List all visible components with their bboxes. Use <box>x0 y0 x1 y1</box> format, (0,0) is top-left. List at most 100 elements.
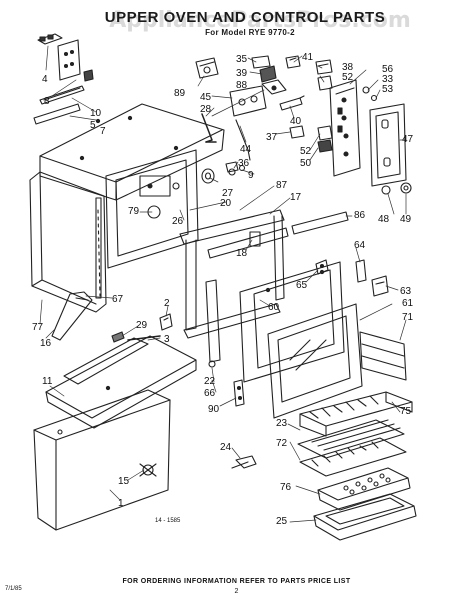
sensor-part-40 <box>279 95 305 111</box>
switch-part-52a <box>317 75 333 91</box>
rack-part-23 <box>297 419 405 459</box>
clip-part-8 <box>83 69 94 82</box>
brace-part-67 <box>51 291 93 341</box>
screw-part-33 <box>362 86 370 94</box>
callout-39: 39 <box>236 68 248 79</box>
leader-lines <box>39 45 407 523</box>
switch-part-37 <box>289 125 305 139</box>
callout-18: 18 <box>236 248 248 259</box>
callout-35: 35 <box>236 54 248 65</box>
callout-86: 86 <box>354 210 366 221</box>
callout-52-mid: 52 <box>300 146 312 157</box>
callout-64: 64 <box>354 240 366 251</box>
callout-5: 5 <box>90 120 96 131</box>
callout-75: 75 <box>400 406 412 417</box>
drip-pan-part-25 <box>313 493 417 541</box>
callout-72: 72 <box>276 438 288 449</box>
model-label: For Model RYE 9770-2 <box>205 28 295 37</box>
spacer-part-29 <box>111 331 125 343</box>
callout-1: 1 <box>118 498 124 509</box>
callout-4: 4 <box>42 74 48 85</box>
callout-41: 41 <box>302 52 314 63</box>
callout-87: 87 <box>276 180 288 191</box>
callout-15: 15 <box>118 476 130 487</box>
grommet-part-27 <box>201 168 215 184</box>
callout-37: 37 <box>266 132 278 143</box>
bracket-part-4b <box>57 39 81 81</box>
terminal-block-part-4 <box>37 33 63 45</box>
callout-7: 7 <box>100 126 106 137</box>
broiler-pan-part-76 <box>317 467 411 511</box>
revision-code: 7/1/85 <box>5 586 22 592</box>
callout-36: 36 <box>238 158 250 169</box>
callout-44: 44 <box>240 144 252 155</box>
rod-part-3 <box>127 335 161 341</box>
callout-28: 28 <box>200 104 212 115</box>
callout-89: 89 <box>174 88 186 99</box>
trim-frame-part-47 <box>369 103 407 187</box>
callout-27: 27 <box>222 188 234 199</box>
callout-23: 23 <box>276 418 288 429</box>
trim-strip-part-8 <box>39 85 85 105</box>
callout-88: 88 <box>236 80 248 91</box>
rear-strip-part-5 <box>33 103 81 125</box>
door-frame-part-17 <box>207 227 289 259</box>
knob-part-49 <box>400 182 412 194</box>
callout-50: 50 <box>300 158 312 169</box>
callout-48: 48 <box>378 214 390 225</box>
door-glass-part-61 <box>267 303 363 419</box>
callout-90: 90 <box>208 404 220 415</box>
callout-49: 49 <box>400 214 412 225</box>
callout-77: 77 <box>32 322 44 333</box>
lower-cabinet-part-1 <box>33 389 171 531</box>
callout-60: 60 <box>268 302 280 313</box>
callout-45: 45 <box>200 92 212 103</box>
rod-part-28 <box>201 113 217 143</box>
latch-part-64 <box>355 259 367 283</box>
callout-9: 9 <box>248 170 254 181</box>
ordering-note: FOR ORDERING INFORMATION REFER TO PARTS … <box>122 578 351 585</box>
callout-61: 61 <box>402 298 414 309</box>
screw-part-53 <box>370 94 378 102</box>
callout-11: 11 <box>42 376 53 387</box>
latch-part-65 <box>315 259 329 275</box>
door-liner-part-86 <box>291 211 349 235</box>
callout-65: 65 <box>296 280 308 291</box>
switch-part-39 <box>259 65 277 83</box>
bracket-part-90 <box>233 379 245 407</box>
callout-47: 47 <box>402 134 414 145</box>
diagram-id: 14 - 1585 <box>155 518 181 524</box>
callout-16: 16 <box>40 338 52 349</box>
side-panel-part-77 <box>29 171 107 313</box>
wire-part-44 <box>235 119 251 161</box>
rack-part-75 <box>299 391 413 437</box>
callout-40: 40 <box>290 116 302 127</box>
callout-2: 2 <box>164 298 170 309</box>
callout-10: 10 <box>90 108 102 119</box>
callout-79: 79 <box>128 206 140 217</box>
knob-part-48 <box>381 185 391 195</box>
callout-52-top: 52 <box>342 72 354 83</box>
callout-22: 22 <box>204 376 216 387</box>
callout-56: 56 <box>382 64 394 75</box>
callout-24: 24 <box>220 442 232 453</box>
switch-part-38 <box>315 59 333 75</box>
deflector-part-71 <box>359 331 407 381</box>
wire-clip-part-24 <box>231 455 257 469</box>
callout-26: 26 <box>172 216 184 227</box>
control-bracket-part-45 <box>229 85 267 117</box>
callout-20: 20 <box>220 198 232 209</box>
hinge-part-18 <box>249 231 261 247</box>
knob-part-36 <box>225 161 239 173</box>
hinge-part-22 <box>205 279 221 368</box>
thermostat-part-88 <box>261 79 287 95</box>
control-panel-part-56 <box>329 79 361 177</box>
switch-part-41 <box>285 55 301 69</box>
switch-part-35 <box>251 55 271 69</box>
callout-33: 33 <box>382 74 394 85</box>
callout-38: 38 <box>342 62 354 73</box>
callout-29: 29 <box>136 320 148 331</box>
callout-labels: 4 8 10 5 89 45 28 88 35 39 41 38 52 56 3… <box>32 52 414 527</box>
